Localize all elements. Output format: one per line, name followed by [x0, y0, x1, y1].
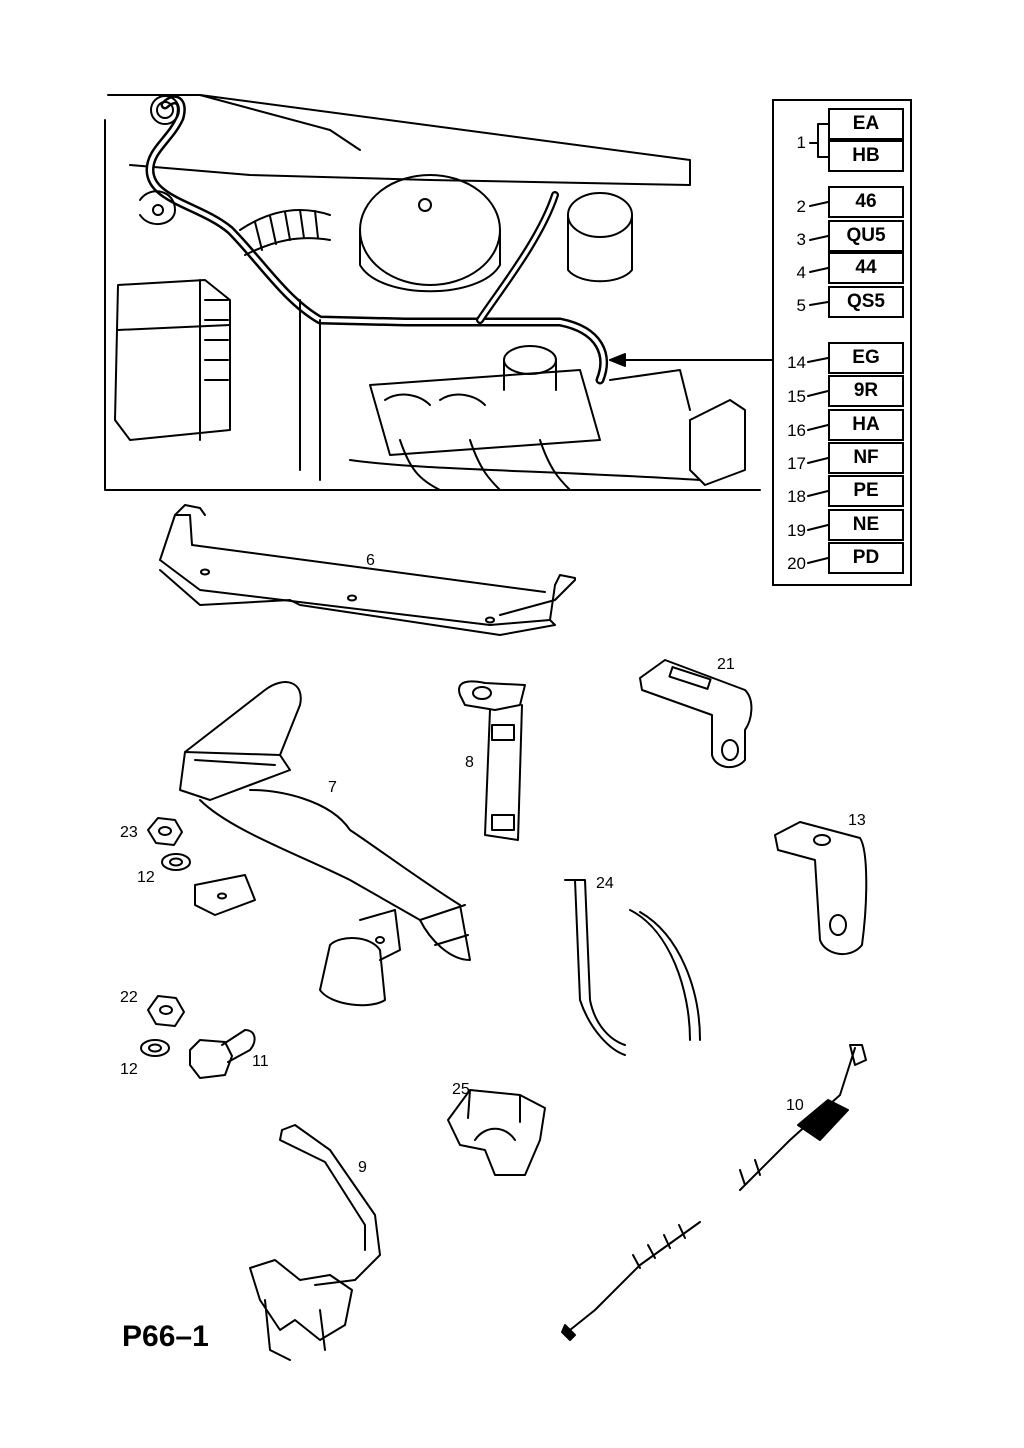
part-label-21: 21: [717, 656, 735, 673]
legend-code-QU5: QU5: [828, 220, 904, 252]
legend-code-PE: PE: [828, 475, 904, 507]
part-label-12-lower: 12: [120, 1061, 138, 1078]
part-24-cable-tie: [564, 879, 701, 1056]
legend-num-2: 2: [796, 197, 806, 216]
legend-num-19: 19: [787, 521, 806, 540]
part-label-9: 9: [358, 1159, 367, 1176]
legend-frame: [772, 99, 912, 586]
part-label-23: 23: [120, 824, 138, 841]
legend-num-3: 3: [796, 230, 806, 249]
part-7-air-duct: [179, 681, 471, 1007]
part-13-bracket: [774, 821, 868, 955]
legend-num-18: 18: [787, 487, 806, 506]
legend-code-EG: EG: [828, 342, 904, 374]
part-25-clip: [447, 1089, 546, 1176]
legend-num-14: 14: [787, 353, 806, 372]
part-label-24: 24: [596, 875, 614, 892]
legend-num-4: 4: [796, 263, 806, 282]
part-10-harness: [561, 1044, 867, 1341]
part-8-strap-bracket: [458, 680, 526, 841]
legend-num-20: 20: [787, 554, 806, 573]
part-6-bracket: [159, 504, 576, 636]
part-label-10: 10: [786, 1097, 804, 1114]
part-label-13: 13: [848, 812, 866, 829]
legend-num-16: 16: [787, 421, 806, 440]
engine-bay-illustration: [104, 94, 761, 491]
part-label-22: 22: [120, 989, 138, 1006]
part-label-7: 7: [328, 779, 337, 796]
legend-code-46: 46: [828, 186, 904, 218]
legend-code-QS5: QS5: [828, 286, 904, 318]
legend-num-17: 17: [787, 454, 806, 473]
part-21-bracket: [639, 659, 753, 769]
fasteners: [140, 817, 256, 1079]
legend-code-9R: 9R: [828, 375, 904, 407]
part-9-wiring-clip: [249, 1124, 381, 1361]
legend-num-1: 1: [796, 133, 806, 152]
part-label-25: 25: [452, 1081, 470, 1098]
part-label-12-upper: 12: [137, 869, 155, 886]
legend-code-HB: HB: [828, 140, 904, 172]
legend-num-15: 15: [787, 387, 806, 406]
legend-code-NF: NF: [828, 442, 904, 474]
legend-code-PD: PD: [828, 542, 904, 574]
legend-num-5: 5: [796, 296, 806, 315]
part-label-8: 8: [465, 754, 474, 771]
legend-leaders: [807, 123, 829, 564]
part-label-11: 11: [252, 1053, 269, 1070]
legend-code-NE: NE: [828, 509, 904, 541]
plate-id: P66–1: [122, 1320, 209, 1353]
legend-code-EA: EA: [828, 108, 904, 140]
part-label-6: 6: [366, 552, 375, 569]
legend-code-44: 44: [828, 252, 904, 284]
legend-code-HA: HA: [828, 409, 904, 441]
